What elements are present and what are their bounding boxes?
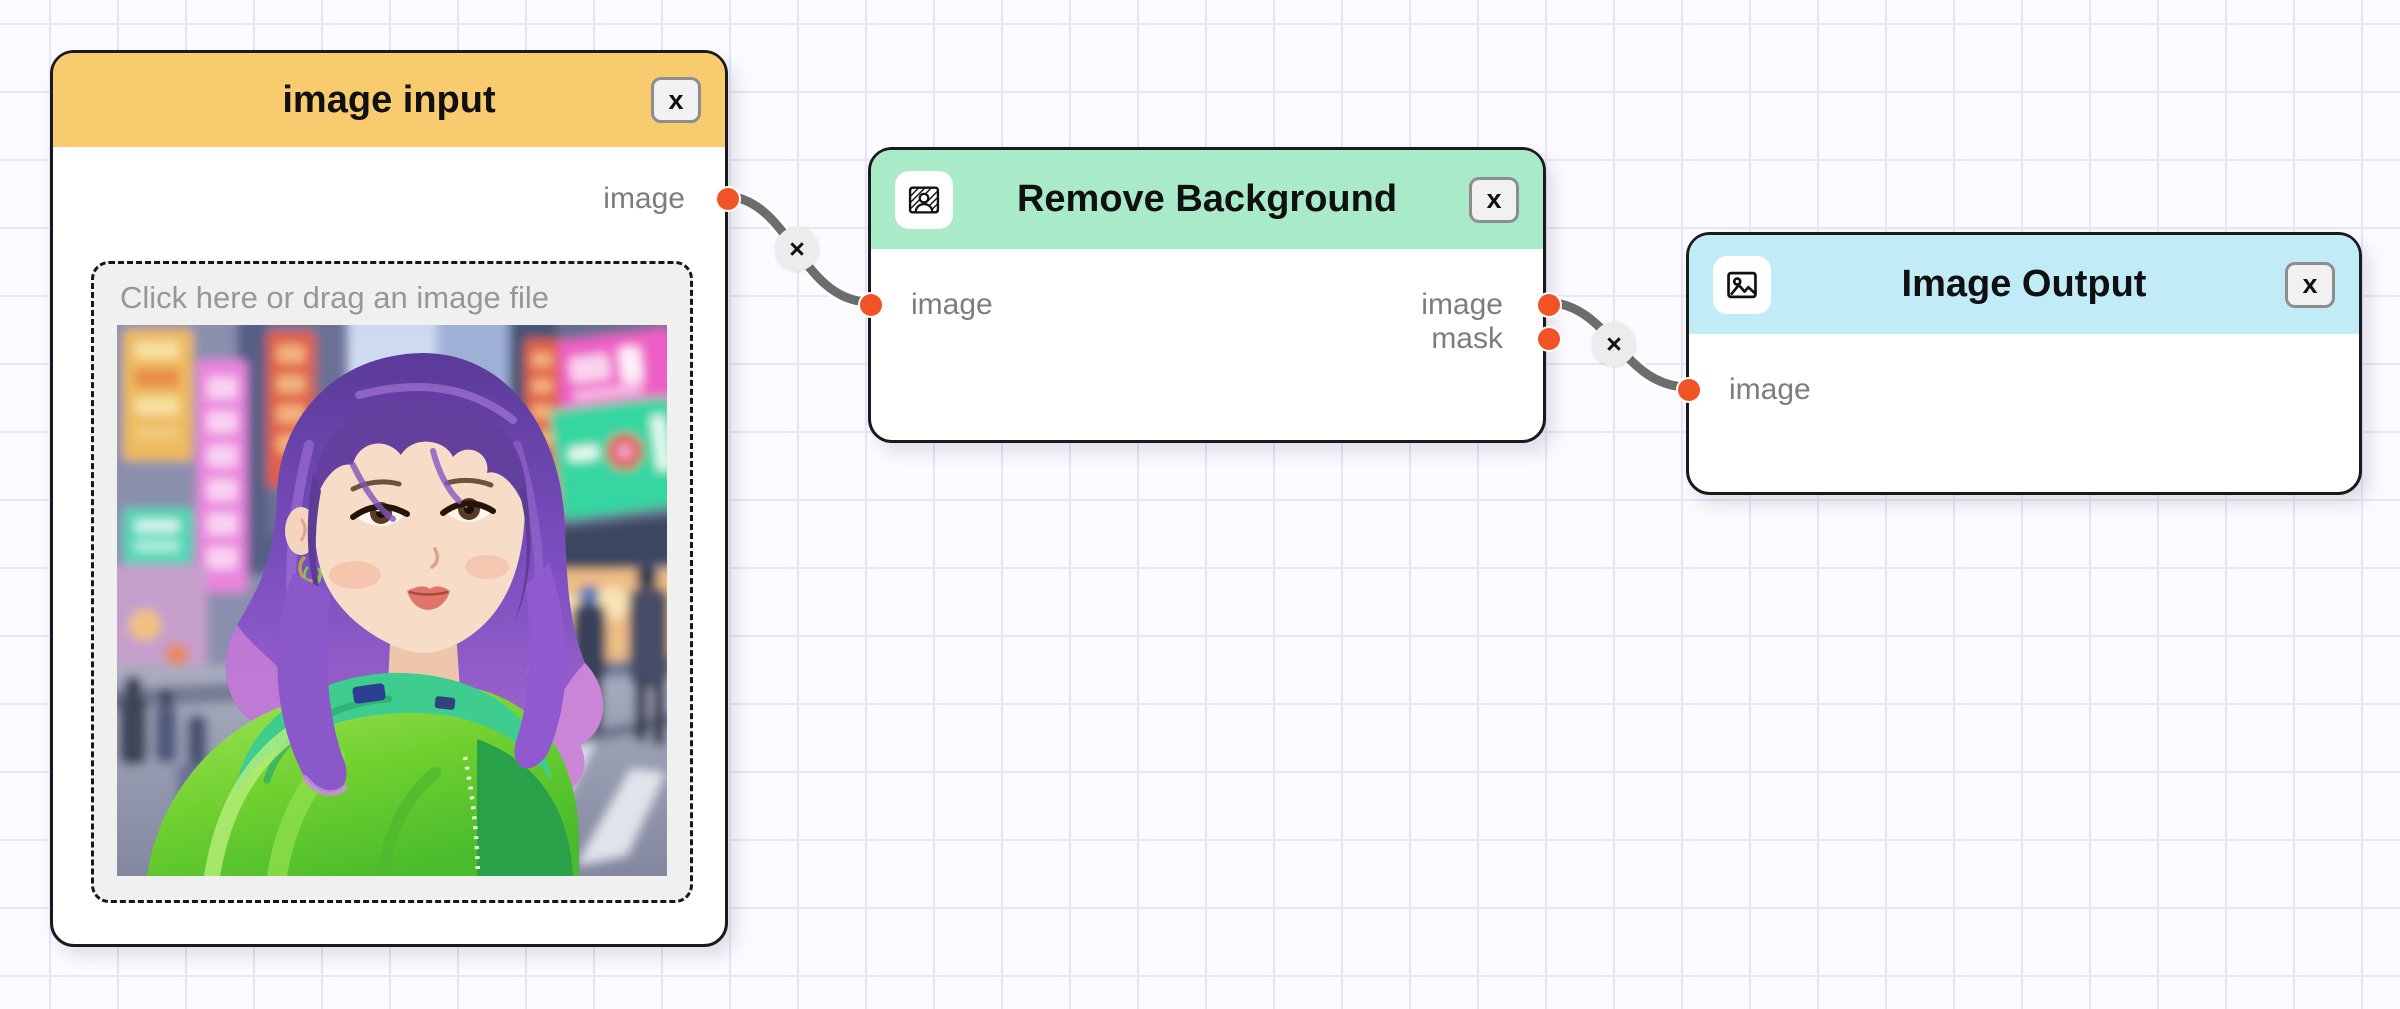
input-port-label-image: image xyxy=(911,288,993,321)
woman-figure xyxy=(147,353,604,876)
connection-delete-button[interactable]: × xyxy=(775,227,819,271)
node-title: image input xyxy=(282,78,496,121)
close-node-button[interactable]: x xyxy=(651,77,701,123)
output-port-label-image: image xyxy=(1421,288,1503,321)
output-port-mask[interactable] xyxy=(1538,328,1560,350)
output-port-image[interactable] xyxy=(717,188,739,210)
input-port-label-image: image xyxy=(1729,373,1811,406)
input-port-image[interactable] xyxy=(860,294,882,316)
node-remove-background-header[interactable]: Remove Background x xyxy=(871,150,1543,249)
input-port-image[interactable] xyxy=(1678,379,1700,401)
node-image-output-header[interactable]: Image Output x xyxy=(1689,235,2359,334)
portrait-illustration xyxy=(117,325,667,876)
connection-delete-button[interactable]: × xyxy=(1592,322,1636,366)
node-remove-background[interactable]: Remove Background x image image mask xyxy=(860,147,1560,443)
remove-background-icon xyxy=(895,170,953,229)
node-image-input-header[interactable]: image input x xyxy=(53,53,725,147)
dropzone-label: Click here or drag an image file xyxy=(120,280,550,315)
output-port-label-mask: mask xyxy=(1431,322,1503,355)
close-node-button[interactable]: x xyxy=(1469,176,1519,223)
image-dropzone[interactable]: Click here or drag an image file xyxy=(91,261,693,903)
output-port-image[interactable] xyxy=(1538,294,1560,316)
close-node-button[interactable]: x xyxy=(2285,261,2335,308)
output-port-label-image: image xyxy=(603,182,685,215)
node-image-output[interactable]: Image Output x image xyxy=(1678,232,2362,495)
node-image-input[interactable]: image input x image Click here or drag a… xyxy=(50,50,739,947)
node-title: Remove Background xyxy=(1016,178,1398,220)
image-icon xyxy=(1713,255,1771,314)
node-title: Image Output xyxy=(1901,263,2147,305)
uploaded-image-preview xyxy=(117,325,667,876)
